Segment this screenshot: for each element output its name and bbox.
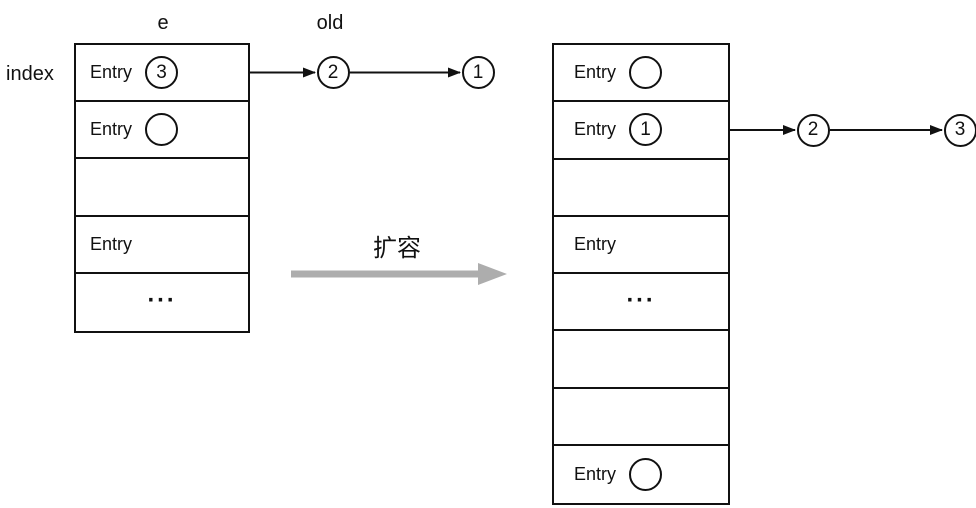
ellipsis-label: ... xyxy=(147,281,177,309)
bucket-row-empty xyxy=(76,159,248,217)
list-node-circle: 3 xyxy=(943,113,976,147)
bucket-row-empty xyxy=(554,160,728,217)
entry-label: Entry xyxy=(574,119,617,140)
label-old-pointer: old xyxy=(316,12,344,34)
bucket-row: Entry xyxy=(554,217,728,274)
bucket-row: Entry xyxy=(554,45,728,103)
entry-label: Entry xyxy=(574,463,617,484)
entry-label: Entry xyxy=(574,62,617,83)
list-node-circle: 2 xyxy=(796,113,830,147)
entry-label: Entry xyxy=(90,119,133,140)
new-hash-table: Entry Entry 1 Entry ... Entry xyxy=(552,43,730,505)
entry-node-circle xyxy=(629,457,663,491)
entry-node-circle xyxy=(629,56,663,90)
label-resize: 扩容 xyxy=(373,235,421,262)
list-node-circle: 2 xyxy=(316,56,350,89)
bucket-row: Entry 3 xyxy=(76,45,248,103)
bucket-row-empty xyxy=(554,331,728,389)
label-e-pointer: e xyxy=(157,12,169,34)
entry-node-circle: 3 xyxy=(145,56,179,90)
label-index: index xyxy=(6,63,54,85)
entry-node-circle xyxy=(145,113,179,147)
old-hash-table: Entry 3 Entry Entry ... xyxy=(74,43,250,333)
bucket-row: Entry xyxy=(76,217,248,274)
entry-label: Entry xyxy=(90,233,133,254)
bucket-row: Entry xyxy=(76,102,248,160)
bucket-row-empty xyxy=(554,389,728,446)
bucket-row-ellipsis: ... xyxy=(554,274,728,332)
resize-arrow xyxy=(291,263,507,285)
bucket-row-ellipsis: ... xyxy=(76,274,248,331)
ellipsis-label: ... xyxy=(626,280,656,308)
entry-label: Entry xyxy=(90,62,133,83)
entry-node-circle: 1 xyxy=(629,113,663,147)
list-node-circle: 1 xyxy=(461,56,495,89)
entry-label: Entry xyxy=(574,233,617,254)
bucket-row: Entry 1 xyxy=(554,102,728,160)
bucket-row: Entry xyxy=(554,446,728,503)
